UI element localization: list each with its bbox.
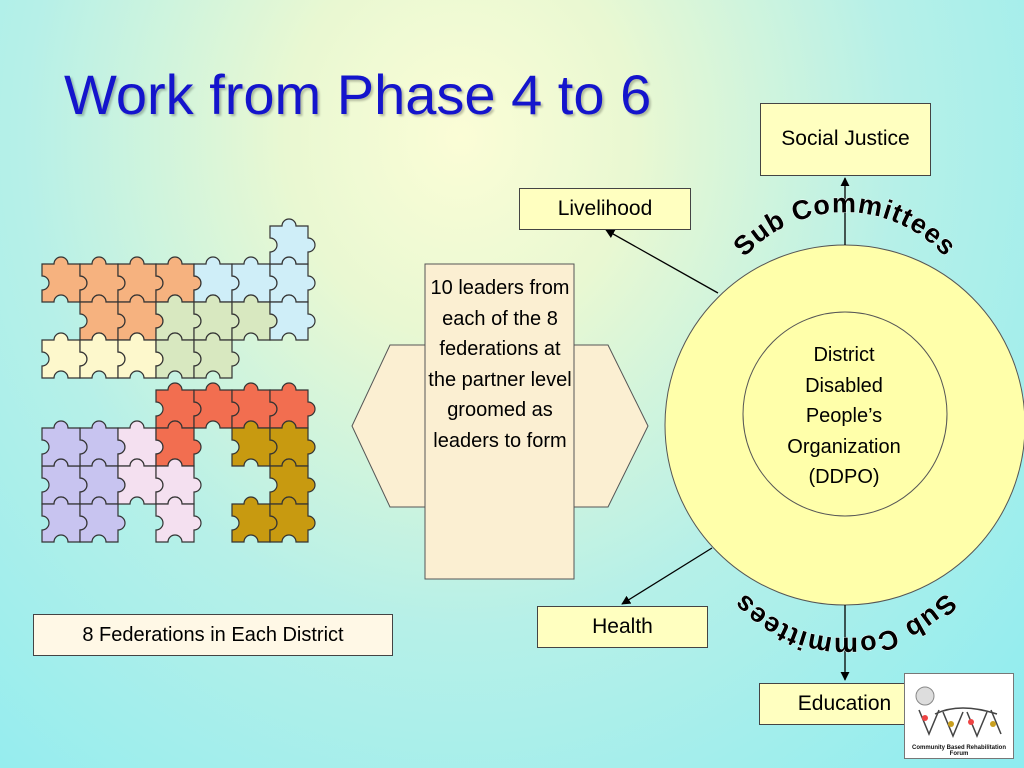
social-justice-box: Social Justice bbox=[760, 103, 931, 176]
federations-label: 8 Federations in Each District bbox=[33, 614, 393, 656]
logo-caption: Community Based Rehabilitation Forum bbox=[911, 745, 1006, 757]
cbr-forum-logo: Community Based Rehabilitation Forum bbox=[904, 673, 1014, 759]
puzzle-piece-13 bbox=[269, 294, 316, 341]
ddpo-inner-circle bbox=[742, 311, 948, 517]
puzzle-piece-35 bbox=[155, 496, 202, 543]
puzzle-piece-34 bbox=[79, 496, 126, 543]
ddpo-line-4: Organization bbox=[787, 435, 901, 458]
puzzle-piece-7 bbox=[269, 218, 316, 265]
ddpo-line-1: District bbox=[813, 344, 875, 366]
ddpo-line-5: (DDPO) bbox=[808, 466, 880, 488]
people-circle-logo-icon bbox=[915, 686, 1002, 738]
slide-title: Work from Phase 4 to 6 bbox=[64, 63, 652, 126]
puzzle-piece-37 bbox=[269, 496, 316, 543]
arrow-to-livelihood bbox=[605, 229, 719, 294]
education-box: Education bbox=[759, 683, 930, 725]
livelihood-box: Livelihood bbox=[519, 188, 691, 230]
puzzle-piece-18 bbox=[193, 332, 240, 379]
puzzle-piece-38 bbox=[41, 420, 88, 467]
puzzle-pieces bbox=[41, 218, 316, 543]
ddpo-line-2: Disabled bbox=[805, 374, 883, 397]
leaders-description: 10 leaders from each of the 8 federation… bbox=[428, 277, 572, 452]
middle-text-box bbox=[424, 263, 575, 580]
health-box: Health bbox=[537, 606, 708, 648]
ddpo-line-3: People’s bbox=[805, 405, 883, 427]
arrow-to-health bbox=[621, 547, 713, 605]
ddpo-label: District Disabled People’s Organization … bbox=[764, 340, 924, 493]
